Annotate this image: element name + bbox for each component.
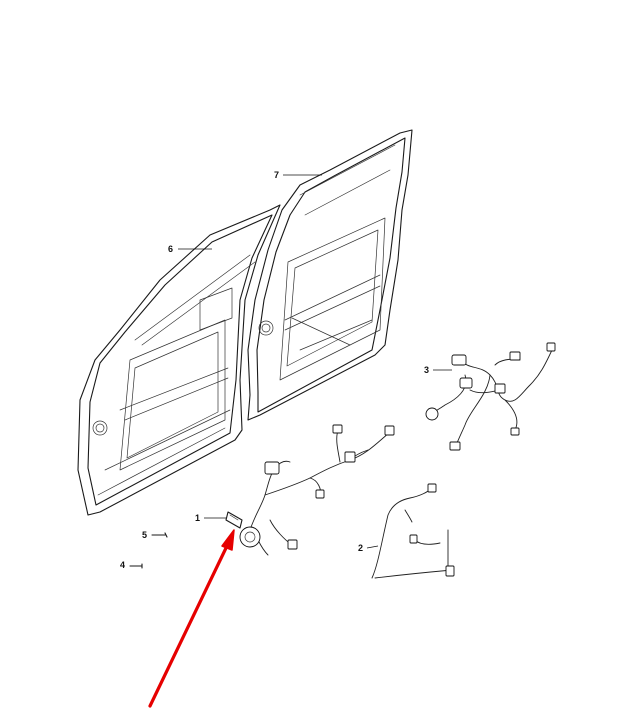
red-arrow-icon <box>148 529 235 708</box>
callout-3: 3 <box>424 365 429 375</box>
door-check-harness <box>371 483 455 579</box>
rear-door-shell <box>247 129 413 421</box>
front-door-shell <box>77 204 281 516</box>
fastener-4 <box>129 563 143 569</box>
rear-door-harness <box>425 342 556 451</box>
fastener-5 <box>151 532 168 538</box>
callout-1: 1 <box>195 513 200 523</box>
callout-5: 5 <box>142 530 147 540</box>
callout-6: 6 <box>168 244 173 254</box>
front-door-harness <box>225 424 395 556</box>
callout-4: 4 <box>120 560 125 570</box>
leader-lines <box>178 174 452 549</box>
callout-2: 2 <box>358 543 363 553</box>
callout-7: 7 <box>274 170 279 180</box>
